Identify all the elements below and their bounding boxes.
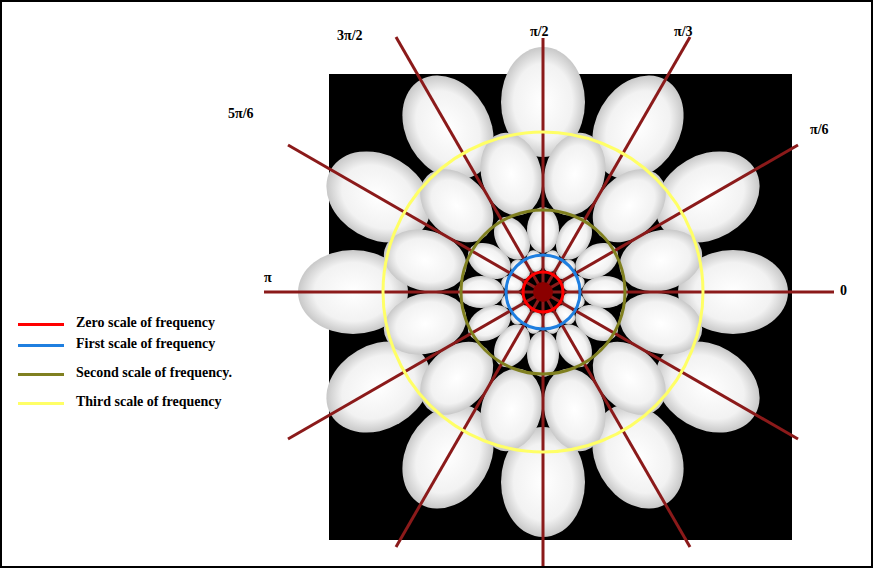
angle-label: π/6 xyxy=(810,122,829,138)
orientation-rays xyxy=(264,37,834,568)
angle-label: 3π/2 xyxy=(337,28,363,44)
angle-label: π/3 xyxy=(674,24,693,40)
angle-label: π xyxy=(264,270,272,286)
angle-label: 0 xyxy=(840,283,847,299)
center-dot xyxy=(533,282,553,302)
legend-text: Third scale of frequency xyxy=(76,394,222,410)
legend-swatch xyxy=(18,402,64,405)
legend-swatch xyxy=(18,373,64,376)
legend-text: Second scale of frequency. xyxy=(76,365,232,381)
legend-swatch xyxy=(18,344,64,347)
legend-text: Zero scale of frequency xyxy=(76,315,215,331)
scale-circles xyxy=(383,132,703,452)
angle-label: π/2 xyxy=(530,24,549,40)
angle-label: 5π/6 xyxy=(228,106,254,122)
spectrum-ground xyxy=(329,74,792,540)
legend-swatch xyxy=(18,323,64,326)
legend-text: First scale of frequency xyxy=(76,336,215,352)
